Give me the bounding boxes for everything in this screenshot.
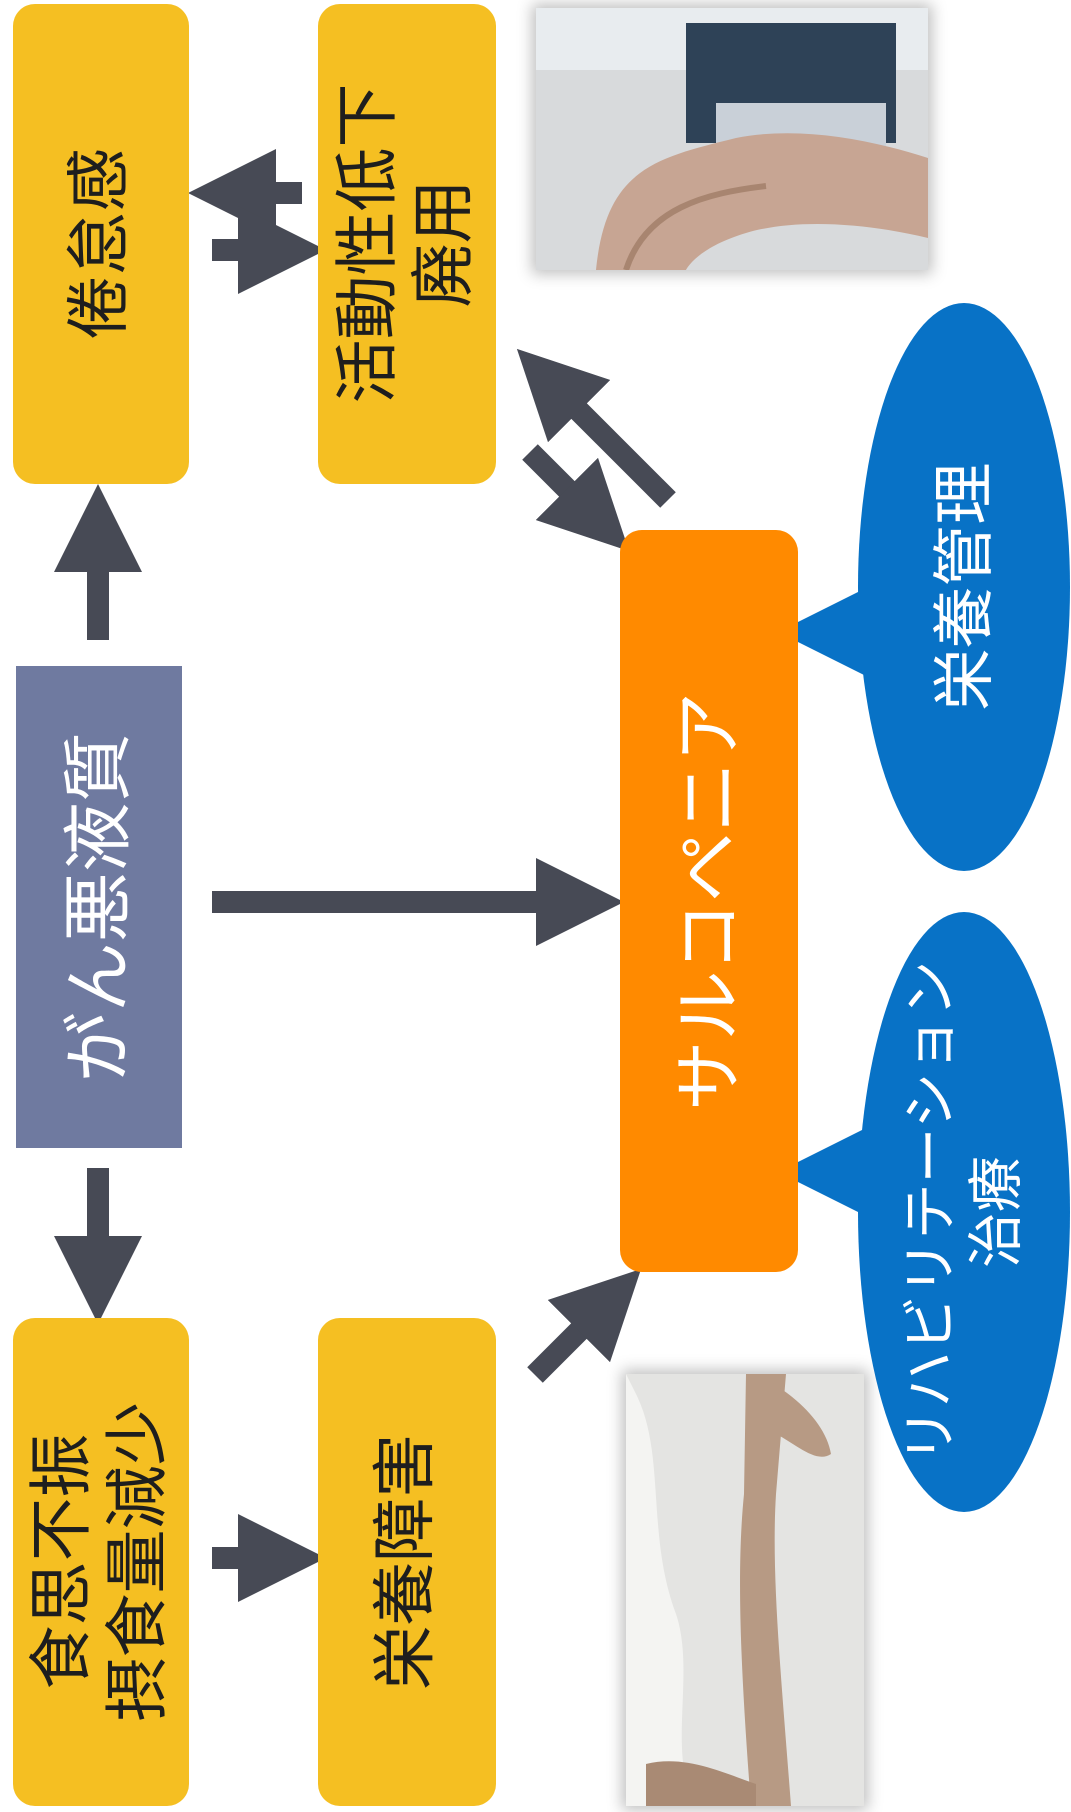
activity-label: 活動性低下 廃用	[331, 84, 482, 404]
nutrition-management-label: 栄養管理	[927, 462, 1001, 712]
activity-label-line1: 活動性低下	[331, 84, 406, 404]
malnutrition-label: 栄養障害	[369, 1433, 444, 1690]
nutrition-management-ellipse: 栄養管理	[858, 303, 1070, 871]
fatigue-box: 倦怠感	[13, 4, 189, 484]
anorexia-label: 食思不振 摂食量減少	[25, 1402, 176, 1722]
rehab-label-line2: 治療	[964, 1156, 1030, 1269]
cachexia-box: がん悪液質	[16, 666, 182, 1148]
malnutrition-box: 栄養障害	[318, 1318, 496, 1806]
arrow-sarcopenia-to-activity	[516, 348, 676, 508]
fatigue-label: 倦怠感	[63, 147, 138, 340]
rehab-ellipse: リハビリテーション 治療	[858, 912, 1070, 1512]
sarcopenia-box: サルコペニア	[620, 530, 798, 1272]
thin-arm-photo	[626, 1374, 864, 1806]
sarcopenia-label: サルコペニア	[667, 691, 750, 1111]
anorexia-label-line2: 摂食量減少	[101, 1402, 175, 1722]
rehab-label: リハビリテーション 治療	[898, 961, 1030, 1464]
anorexia-box: 食思不振 摂食量減少	[13, 1318, 189, 1806]
rehab-label-line1: リハビリテーション	[897, 960, 963, 1464]
cachexia-label: がん悪液質	[57, 732, 140, 1082]
elbow-photo	[536, 8, 928, 270]
activity-box: 活動性低下 廃用	[318, 4, 496, 484]
anorexia-label-line1: 食思不振	[25, 1434, 100, 1690]
arrow-malnutrition-to-sarcopenia	[527, 1268, 642, 1383]
arrow-activity-to-sarcopenia	[522, 444, 630, 552]
activity-label-line2: 廃用	[407, 180, 481, 308]
